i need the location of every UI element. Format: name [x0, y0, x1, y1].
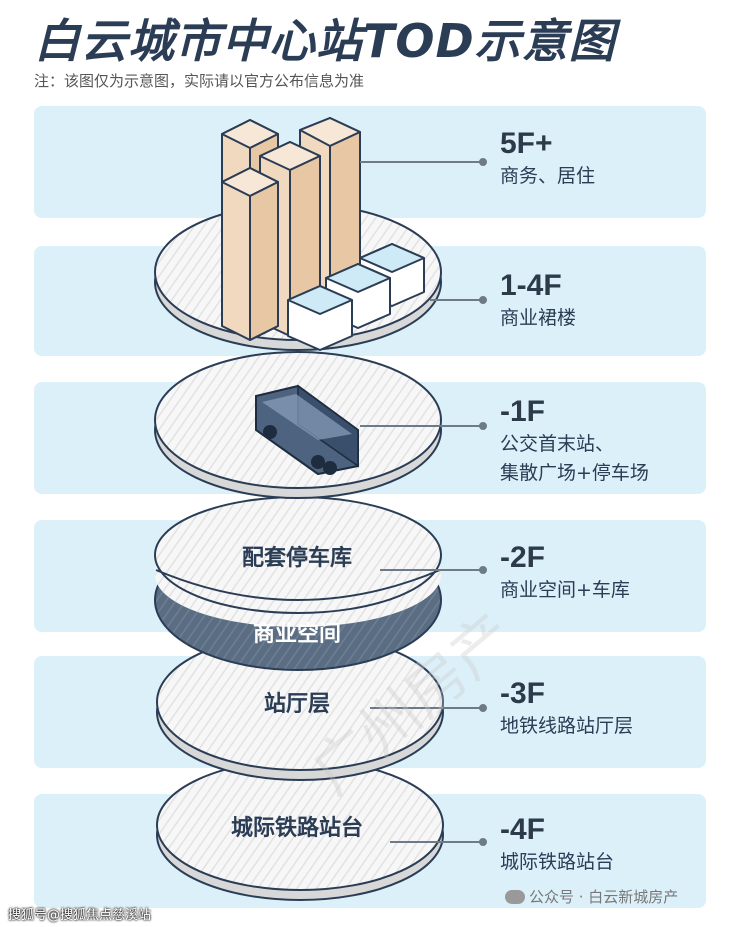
floor-desc: 商务、居住 — [500, 165, 596, 187]
wechat-account: 公众号 · 白云新城房产 — [505, 886, 678, 907]
level-b2: -2F 商业空间+车库 — [500, 540, 730, 605]
disclaimer-note: 注：该图仅为示意图，实际请以官方公布信息为准 — [34, 72, 365, 90]
disk-label-platform: 城际铁路站台 — [230, 816, 363, 841]
floor-desc: 地铁线路站厅层 — [500, 715, 634, 737]
floor-number: 1-4F — [500, 269, 562, 302]
source-credit: 搜狐号@搜狐焦点慈溪站 — [8, 908, 152, 923]
level-5f: 5F+ 商务、居住 — [500, 126, 730, 191]
podium-blocks — [287, 243, 425, 351]
page-title: 白云城市中心站TOD示意图 — [34, 14, 616, 68]
floor-number: -1F — [500, 395, 545, 428]
floor-desc: 商业裙楼 — [500, 307, 577, 329]
floor-desc: 集散广场+停车场 — [500, 462, 649, 484]
floor-number: 5F+ — [500, 127, 553, 160]
office-towers — [221, 117, 361, 341]
floor-number: -3F — [500, 677, 545, 710]
disk-b2 — [154, 496, 442, 671]
disk-b4 — [156, 759, 444, 901]
wechat-account-text: 公众号 · 白云新城房产 — [529, 888, 679, 906]
disk-b3 — [156, 633, 444, 781]
disk-label-hall: 站厅层 — [263, 692, 330, 717]
wechat-icon — [505, 890, 525, 904]
disk-label-commercial: 商业空间 — [252, 622, 341, 647]
floor-number: -2F — [500, 541, 545, 574]
level-b3: -3F 地铁线路站厅层 — [500, 676, 730, 741]
floor-number: -4F — [500, 813, 545, 846]
bus-icon — [255, 384, 359, 476]
level-b1: -1F 公交首末站、 集散广场+停车场 — [500, 394, 730, 488]
floor-desc: 城际铁路站台 — [500, 851, 615, 873]
floor-desc: 商业空间+车库 — [500, 579, 630, 601]
level-1-4f: 1-4F 商业裙楼 — [500, 268, 730, 333]
floor-desc: 公交首末站、 — [500, 433, 615, 455]
disk-label-garage: 配套停车库 — [241, 546, 352, 571]
level-b4: -4F 城际铁路站台 — [500, 812, 730, 877]
leader-lines — [360, 158, 487, 846]
